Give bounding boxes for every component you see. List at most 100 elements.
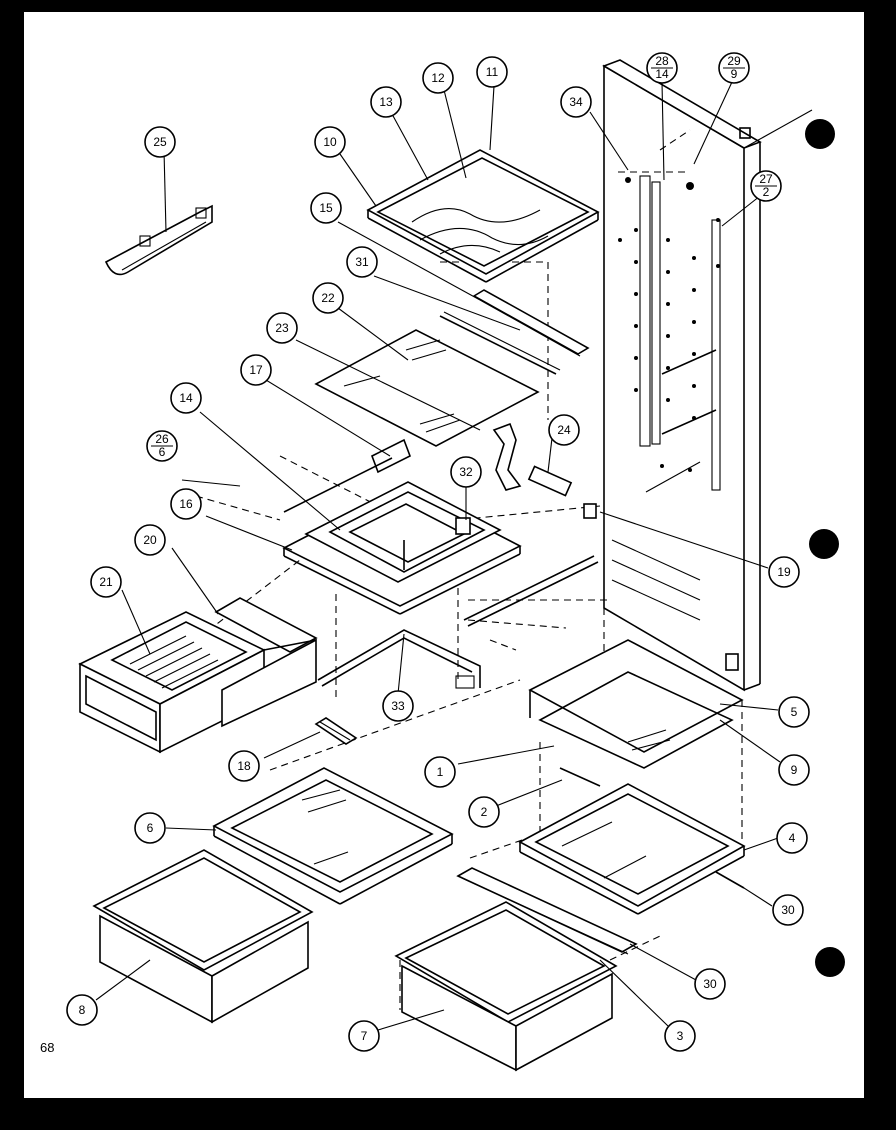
part-25-clip xyxy=(104,204,213,276)
callout-circle xyxy=(144,126,176,158)
callout-label: 28 xyxy=(655,54,669,68)
callout-label: 2 xyxy=(481,805,488,819)
callout-c1: 1 xyxy=(424,756,456,788)
callout-label: 32 xyxy=(459,465,473,479)
callout-c5: 5 xyxy=(778,696,810,728)
callout-label: 6 xyxy=(147,821,154,835)
callout-label: 31 xyxy=(355,255,369,269)
pan-frame-assembly xyxy=(282,481,522,615)
shelf-rails xyxy=(439,289,590,375)
callout-label: 23 xyxy=(275,321,289,335)
callout-circle xyxy=(768,556,800,588)
callout-c8: 8 xyxy=(66,994,98,1026)
callout-circle xyxy=(134,812,166,844)
rails-30 xyxy=(456,867,745,955)
callout-label: 14 xyxy=(179,391,193,405)
callout-c11: 11 xyxy=(476,56,508,88)
callout-c25: 25 xyxy=(144,126,176,158)
crisper-pan-8 xyxy=(92,849,314,1024)
callout-circle xyxy=(560,86,592,118)
part-18-slide xyxy=(314,717,358,745)
callout-c12: 12 xyxy=(422,62,454,94)
callout-c9: 9 xyxy=(778,754,810,786)
callout-sublabel: 14 xyxy=(655,67,669,81)
callout-circle xyxy=(422,62,454,94)
callout-label: 22 xyxy=(321,291,335,305)
callout-label: 20 xyxy=(143,533,157,547)
callout-c10: 10 xyxy=(314,126,346,158)
callout-c24: 24 xyxy=(548,414,580,446)
callout-circle xyxy=(548,414,580,446)
callout-label: 30 xyxy=(703,977,717,991)
callout-sublabel: 6 xyxy=(159,445,166,459)
callout-label: 3 xyxy=(677,1029,684,1043)
registration-dot-bottom xyxy=(815,947,845,977)
callout-c17: 17 xyxy=(240,354,272,386)
callout-c4: 4 xyxy=(776,822,808,854)
registration-dot-middle xyxy=(809,529,839,559)
drawer-21 xyxy=(78,597,318,754)
callout-circle xyxy=(348,1020,380,1052)
callout-label: 11 xyxy=(486,65,499,79)
callout-circle xyxy=(170,488,202,520)
callout-c30b: 30 xyxy=(694,968,726,1000)
cabinet-liner-wall xyxy=(602,59,813,692)
callout-c33: 33 xyxy=(382,690,414,722)
callout-c3: 3 xyxy=(664,1020,696,1052)
callout-label: 9 xyxy=(791,763,798,777)
callout-circle xyxy=(170,382,202,414)
callout-label: 18 xyxy=(237,759,251,773)
callout-circle xyxy=(778,754,810,786)
callout-circle xyxy=(468,796,500,828)
callout-c23: 23 xyxy=(266,312,298,344)
callout-sublabel: 9 xyxy=(731,67,738,81)
part-17-bar xyxy=(283,438,412,513)
callout-c13: 13 xyxy=(370,86,402,118)
callout-c29: 299 xyxy=(718,52,750,84)
callout-c32: 32 xyxy=(450,456,482,488)
registration-dot-top xyxy=(805,119,835,149)
callout-label: 4 xyxy=(789,831,796,845)
callout-circle xyxy=(310,192,342,224)
callout-circle xyxy=(314,126,346,158)
callout-c31: 31 xyxy=(346,246,378,278)
callout-c2: 2 xyxy=(468,796,500,828)
leader-lines xyxy=(95,81,781,1031)
callout-circle xyxy=(312,282,344,314)
callout-circle xyxy=(134,524,166,556)
part-24-bracket xyxy=(492,422,597,519)
callout-label: 30 xyxy=(781,903,795,917)
callout-circle xyxy=(476,56,508,88)
callout-circle xyxy=(266,312,298,344)
callout-c15: 15 xyxy=(310,192,342,224)
right-drawer-housing-5 xyxy=(528,639,744,769)
callout-label: 12 xyxy=(431,71,445,85)
callout-c16: 16 xyxy=(170,488,202,520)
callout-circle xyxy=(382,690,414,722)
callout-c27: 272 xyxy=(750,170,782,202)
callout-c26: 266 xyxy=(146,430,178,462)
glass-shelf-22 xyxy=(314,329,540,447)
callout-label: 25 xyxy=(153,135,167,149)
callout-label: 15 xyxy=(319,201,333,215)
callout-sublabel: 2 xyxy=(763,185,770,199)
callout-c14: 14 xyxy=(170,382,202,414)
callout-label: 26 xyxy=(155,432,169,446)
callout-label: 13 xyxy=(379,95,393,109)
callout-circle xyxy=(772,894,804,926)
callout-label: 8 xyxy=(79,1003,86,1017)
top-shelf xyxy=(366,149,600,283)
callout-c30a: 30 xyxy=(772,894,804,926)
callout-c6: 6 xyxy=(134,812,166,844)
callout-label: 19 xyxy=(777,565,791,579)
page-number: 68 xyxy=(40,1040,55,1055)
callout-circle xyxy=(664,1020,696,1052)
callout-label: 24 xyxy=(557,423,571,437)
callout-label: 27 xyxy=(759,172,773,186)
callout-label: 5 xyxy=(791,705,798,719)
callout-labels: 1234567891011121314151617181920212223242… xyxy=(66,52,810,1052)
callout-circle xyxy=(778,696,810,728)
crisper-pan-7 xyxy=(394,901,618,1072)
